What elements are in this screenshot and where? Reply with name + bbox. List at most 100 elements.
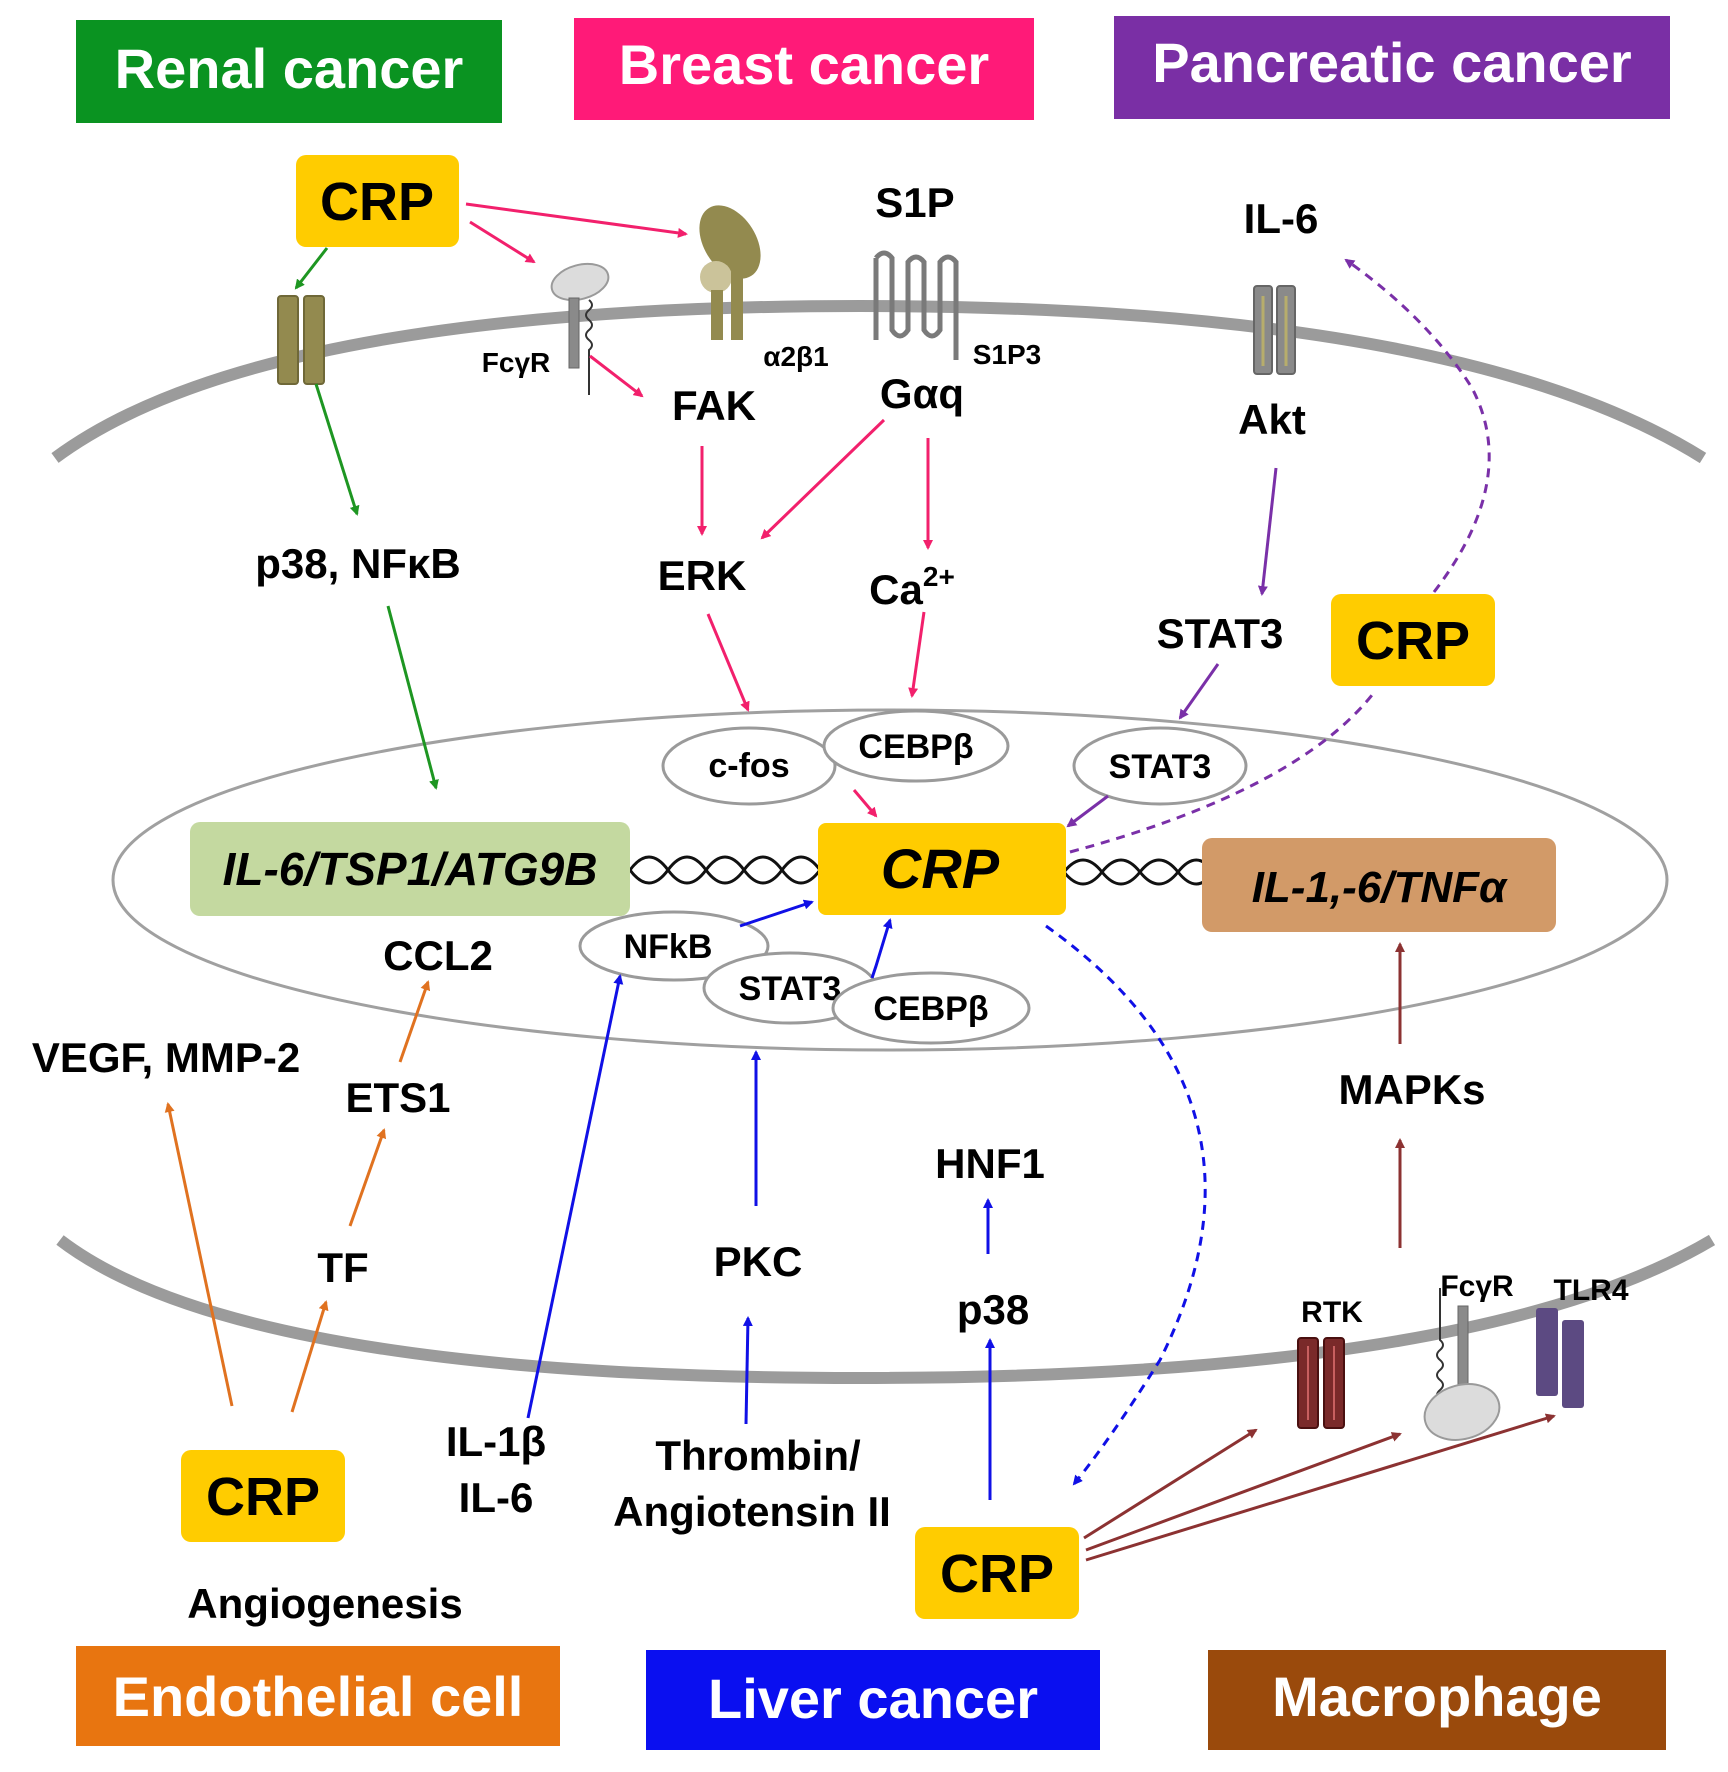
arrow-cfos-to-crp-gene xyxy=(852,789,878,818)
tf-cebpb-top-oval xyxy=(822,709,1010,783)
label-angiotensin: Angiotensin II xyxy=(613,1488,891,1535)
arrow-crp-to-renal-receptor xyxy=(294,247,329,290)
tlr4-receptor-icon xyxy=(1536,1308,1584,1408)
arrow-ets1-to-ccl2 xyxy=(398,980,431,1063)
crp-box-liver-rect xyxy=(915,1527,1079,1619)
label-hnf1: HNF1 xyxy=(935,1140,1045,1187)
arrow-nfkb-to-crp-gene xyxy=(739,899,814,928)
label-stat3-cyto: STAT3 xyxy=(1157,610,1284,657)
arrow-tf-to-ets1 xyxy=(348,1128,387,1227)
label-ca: Ca2+ xyxy=(869,561,955,613)
arrow-crp-to-vegf xyxy=(164,1102,234,1407)
fcgr-macrophage-icon xyxy=(1423,1288,1501,1441)
arrow-p38-to-gene-left xyxy=(386,605,439,790)
arrow-crp-to-tlr4 xyxy=(1085,1413,1556,1562)
dna-helix-right xyxy=(1062,858,1215,886)
arrow-thrombin-to-pkc xyxy=(742,1316,753,1425)
header-breast: Breast cancer xyxy=(574,18,1034,120)
arrow-gaq-to-erk xyxy=(760,418,886,540)
label-gaq: Gαq xyxy=(880,370,964,417)
header-endothelial-label: Endothelial cell xyxy=(113,1665,524,1728)
label-p38-nfkb: p38, NFκB xyxy=(255,540,460,587)
header-renal-box xyxy=(76,20,502,123)
label-thrombin: Thrombin/ xyxy=(655,1432,861,1479)
tf-cfos-oval xyxy=(661,726,837,806)
label-fcgr-top: FcγR xyxy=(482,347,550,378)
tf-cebpb-low-label: CEBPβ xyxy=(873,990,988,1028)
header-liver: Liver cancer xyxy=(646,1650,1100,1750)
arrow-nuclear-stat3-to-crp-gene xyxy=(1066,794,1109,828)
header-endothelial: Endothelial cell xyxy=(76,1646,560,1746)
header-pancreatic-label: Pancreatic cancer xyxy=(1152,31,1631,94)
arrow-crp-to-integrin xyxy=(465,202,688,238)
tf-cebpb-low-oval xyxy=(831,971,1031,1045)
header-macrophage: Macrophage xyxy=(1208,1650,1666,1750)
fcgr-receptor-icon xyxy=(550,262,610,395)
crp-box-endothelial-label: CRP xyxy=(206,1467,320,1527)
label-il6-bottom: IL-6 xyxy=(459,1474,534,1521)
header-macrophage-label: Macrophage xyxy=(1272,1665,1602,1728)
arrow-pancreatic-crp-to-il6 xyxy=(1344,258,1491,593)
crp-box-endothelial-rect xyxy=(181,1450,345,1542)
renal-receptor-icon xyxy=(277,295,325,385)
crp-box-pancreatic: CRP xyxy=(1331,594,1495,686)
dna-helix-left xyxy=(628,855,822,885)
label-il1b: IL-1β xyxy=(446,1418,546,1465)
crp-gene-label: CRP xyxy=(881,837,1000,900)
gene-label-left: IL-6/TSP1/ATG9B xyxy=(223,843,598,895)
label-vegf-mmp2: VEGF, MMP-2 xyxy=(32,1034,300,1081)
header-breast-label: Breast cancer xyxy=(619,33,989,96)
arrow-ca-to-cebpb xyxy=(908,611,926,698)
label-p38: p38 xyxy=(957,1286,1029,1333)
arrow-crp-gene-to-liver-crp xyxy=(1045,924,1207,1486)
label-ccl2: CCL2 xyxy=(383,932,493,979)
label-il6-top: IL-6 xyxy=(1244,195,1319,242)
label-erk: ERK xyxy=(658,552,747,599)
crp-box-liver-label: CRP xyxy=(940,1544,1054,1604)
label-ets1: ETS1 xyxy=(345,1074,450,1121)
crp-box-renal-rect xyxy=(296,155,459,247)
arrow-crp-to-rtk xyxy=(1083,1428,1258,1540)
arrow-crp-to-tf xyxy=(290,1300,329,1413)
tf-nfkb-oval xyxy=(578,910,770,982)
label-fcgr-bottom: FcγR xyxy=(1440,1270,1514,1303)
tf-stat3-nuclear-label: STAT3 xyxy=(1109,748,1212,786)
label-tf: TF xyxy=(317,1244,368,1291)
arrow-akt-to-stat3 xyxy=(1257,467,1278,596)
arrow-crp-to-fcgr-macrophage xyxy=(1085,1432,1402,1552)
crp-box-pancreatic-label: CRP xyxy=(1356,611,1470,671)
crp-box-renal: CRP xyxy=(296,155,459,247)
tf-cebpb-top-label: CEBPβ xyxy=(858,728,973,766)
tf-stat3-low-label: STAT3 xyxy=(739,970,842,1008)
header-breast-box xyxy=(574,18,1034,120)
label-ca-superscript: 2+ xyxy=(923,561,955,592)
label-fak: FAK xyxy=(672,382,756,429)
integrin-a2b1-icon xyxy=(699,205,761,340)
upper-cell-membrane xyxy=(51,299,1707,464)
crp-box-liver: CRP xyxy=(915,1527,1079,1619)
label-s1p: S1P xyxy=(875,179,954,226)
label-pkc: PKC xyxy=(714,1238,803,1285)
header-endothelial-box xyxy=(76,1646,560,1746)
label-rtk: RTK xyxy=(1301,1296,1363,1329)
label-angiogenesis: Angiogenesis xyxy=(187,1580,462,1627)
arrow-stat3-to-nuclear-stat3 xyxy=(1178,663,1220,720)
crp-box-endothelial: CRP xyxy=(181,1450,345,1542)
header-liver-box xyxy=(646,1650,1100,1750)
tf-cfos-label: c-fos xyxy=(708,747,789,785)
header-renal-label: Renal cancer xyxy=(115,37,464,100)
pancreatic-receptor-icon xyxy=(1253,285,1296,375)
crp-box-renal-label: CRP xyxy=(320,172,434,232)
header-liver-label: Liver cancer xyxy=(708,1667,1038,1730)
label-a2b1: α2β1 xyxy=(763,341,828,372)
rtk-receptor-icon xyxy=(1297,1337,1345,1429)
gene-box-right xyxy=(1202,838,1556,932)
arrow-renal-receptor-to-p38 xyxy=(314,383,360,516)
header-renal: Renal cancer xyxy=(76,20,502,123)
header-pancreatic: Pancreatic cancer xyxy=(1114,16,1670,119)
crp-box-pancreatic-rect xyxy=(1331,594,1495,686)
label-ca-base: Ca xyxy=(869,566,923,613)
arrow-crp-to-fcgr xyxy=(469,220,536,264)
arrow-stat3-to-crp-gene xyxy=(870,918,893,979)
arrow-erk-to-cfos xyxy=(706,613,750,712)
